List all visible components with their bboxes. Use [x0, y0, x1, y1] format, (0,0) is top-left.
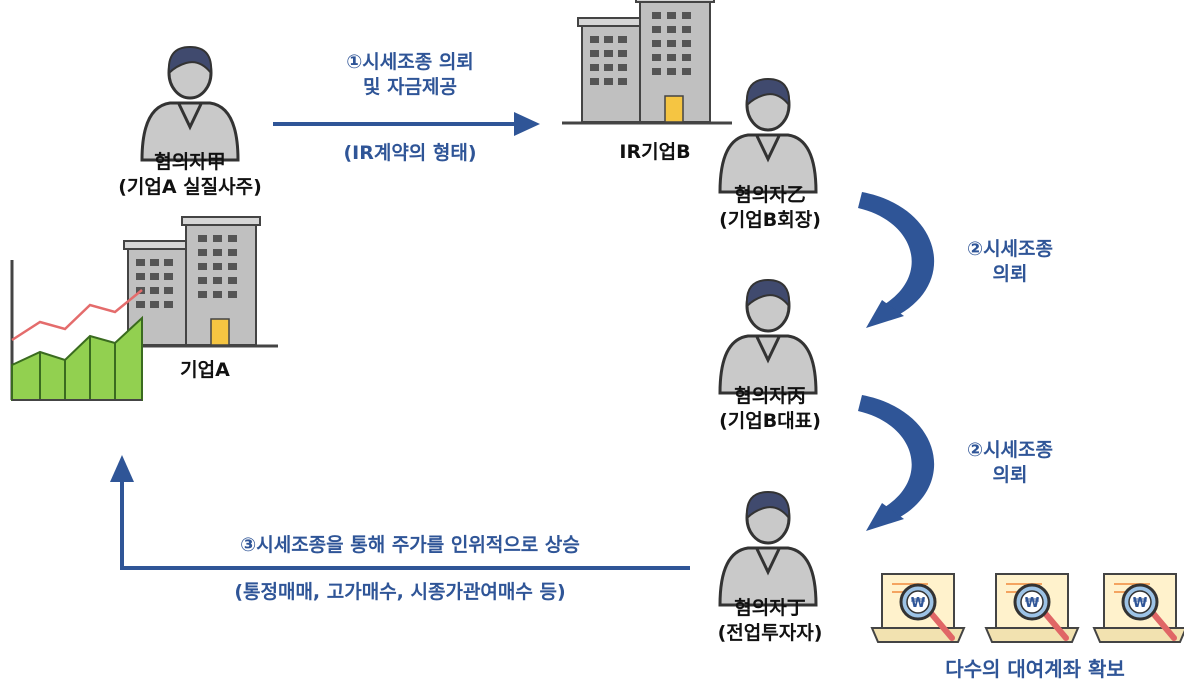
step1-note: (IR계약의 형태) [343, 142, 477, 164]
person-byeong-role: (기업B대표) [719, 410, 821, 432]
person-byeong-label: 혐의자丙 (기업B대표) [670, 384, 870, 434]
person-eul-label: 혐의자乙 (기업B회장) [670, 183, 870, 233]
company-b-label: IR기업B [619, 141, 691, 163]
person-jeong-name: 혐의자丁 [734, 597, 806, 619]
accounts-caption: 다수의 대여계좌 확보 [945, 657, 1125, 681]
step3-note: (통정매매, 고가매수, 시종가관여매수 등) [234, 581, 566, 603]
step2b-label: ②시세조종 의뢰 [935, 438, 1085, 488]
building-b-icon [560, 0, 734, 125]
laptop-account-icon [986, 574, 1078, 642]
person-byeong-icon [718, 278, 818, 395]
laptop-account-icon [872, 574, 964, 642]
person-gap-icon [140, 45, 240, 162]
step2b-line2: 의뢰 [992, 464, 1028, 486]
step3-line1: ③시세조종을 통해 주가를 인위적으로 상승 [240, 534, 580, 556]
arrow-step2a [858, 192, 935, 328]
arrow-step1 [273, 112, 540, 136]
step1-line1: ①시세조종 의뢰 [346, 51, 474, 73]
arrow-step3 [110, 455, 690, 570]
step2a-label: ②시세조종 의뢰 [935, 237, 1085, 287]
step1-label: ①시세조종 의뢰 및 자금제공 [280, 50, 540, 100]
person-gap-name: 혐의자甲 [154, 151, 226, 173]
person-jeong-label: 혐의자丁 (전업투자자) [670, 596, 870, 646]
person-gap-role: (기업A 실질사주) [118, 176, 262, 198]
step1-line2: 및 자금제공 [362, 76, 457, 98]
step2a-line2: 의뢰 [992, 263, 1028, 285]
arrow-step2b [858, 395, 935, 531]
person-jeong-icon [718, 490, 818, 607]
stock-chart-icon [10, 260, 143, 401]
step2b-line1: ②시세조종 [966, 439, 1053, 461]
company-a-label: 기업A [180, 359, 230, 381]
person-eul-name: 혐의자乙 [734, 184, 806, 206]
laptop-account-icon [1094, 574, 1184, 642]
person-gap-label: 혐의자甲 (기업A 실질사주) [80, 150, 300, 200]
person-byeong-name: 혐의자丙 [734, 385, 806, 407]
person-jeong-role: (전업투자자) [717, 622, 823, 644]
person-eul-icon [718, 77, 818, 194]
step2a-line1: ②시세조종 [966, 238, 1053, 260]
person-eul-role: (기업B회장) [719, 209, 821, 231]
